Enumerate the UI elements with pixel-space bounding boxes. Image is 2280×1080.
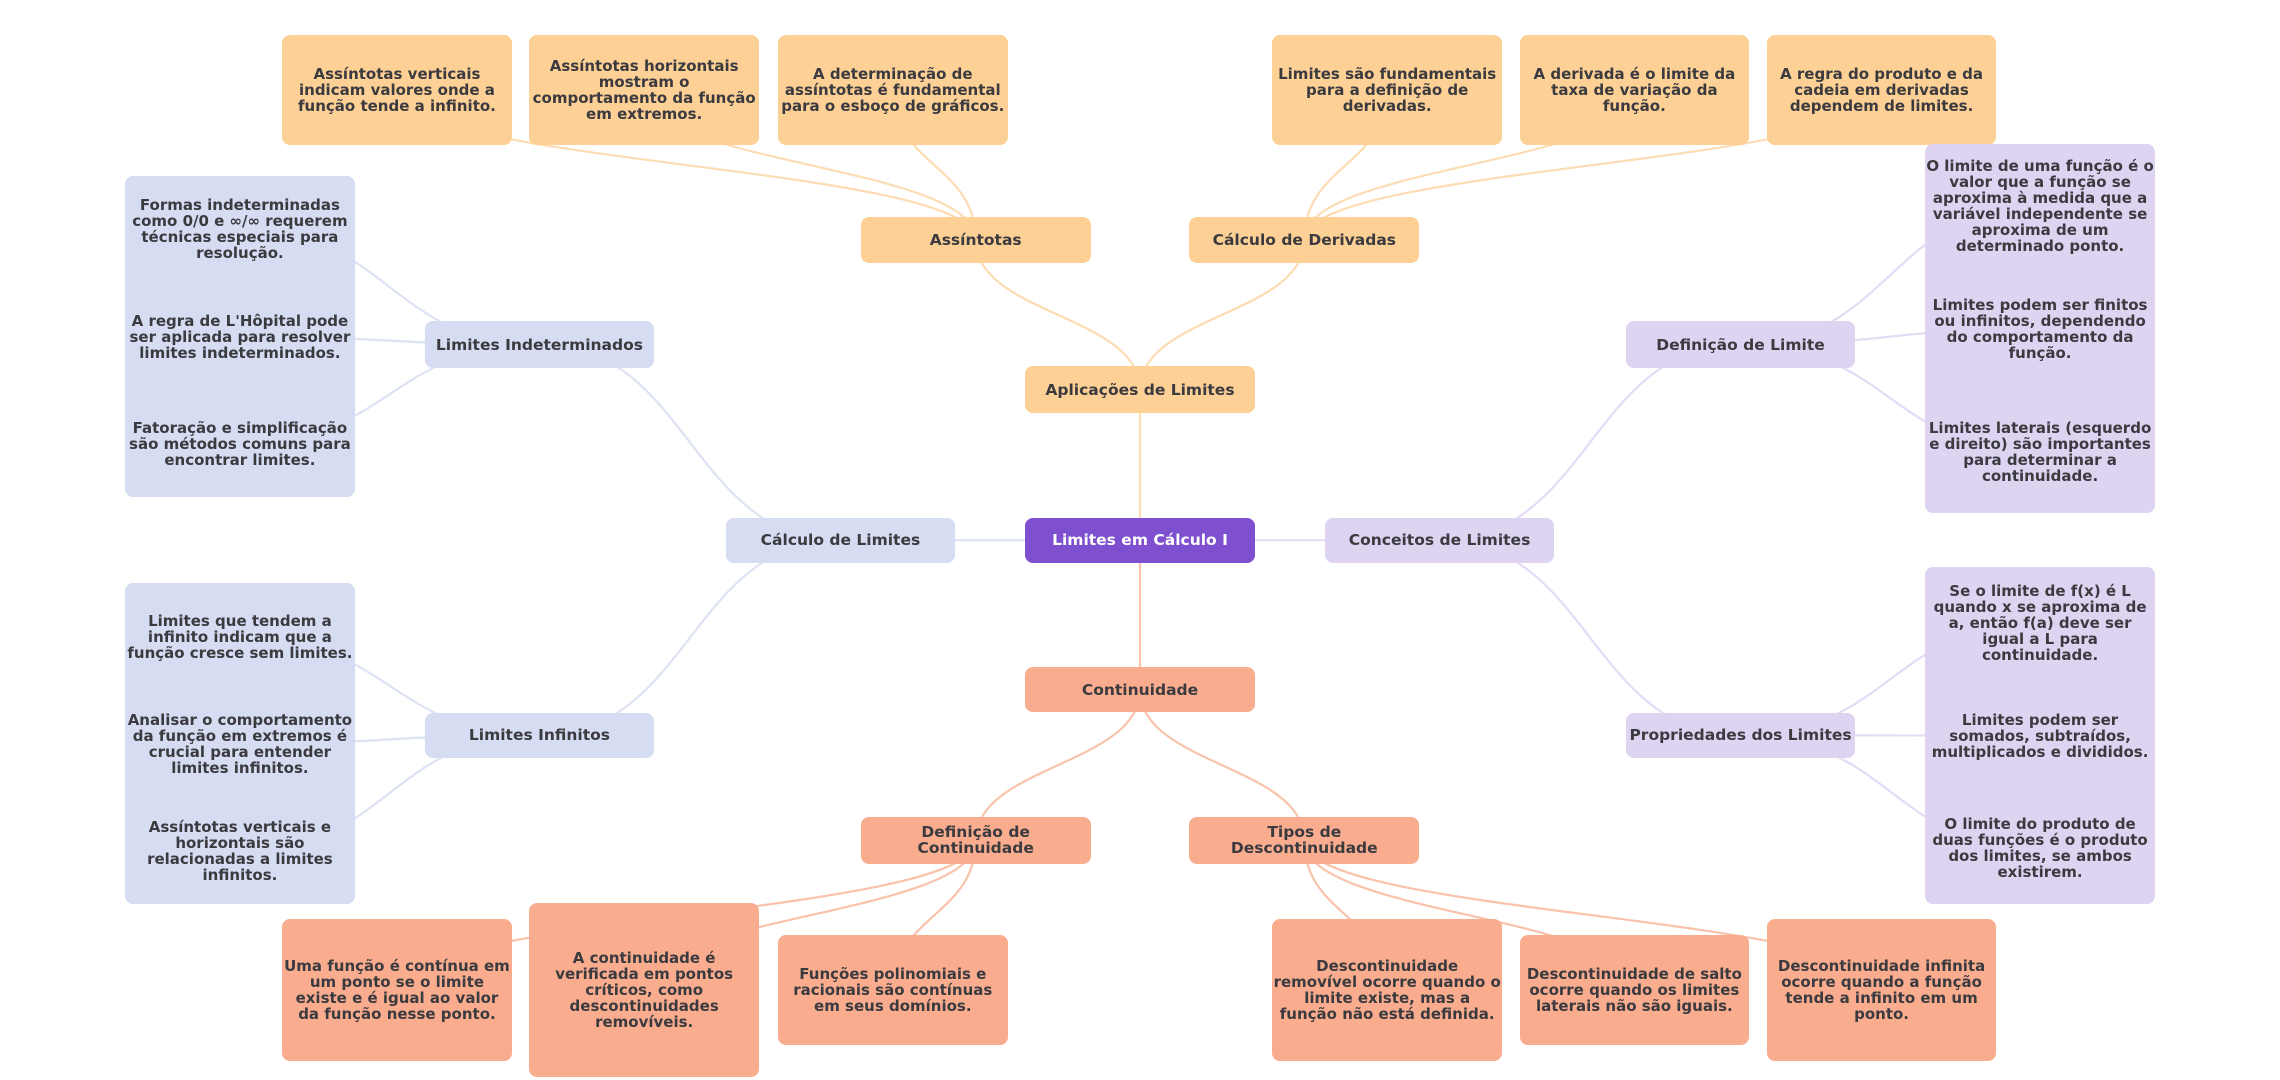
leaf-node-label: Funções polinomiais e racionais são cont… bbox=[793, 965, 993, 1016]
topic-node-deriv-label: Cálculo de Derivadas bbox=[1212, 230, 1397, 249]
leaf-group-infin bbox=[125, 583, 355, 905]
leaf-node-label: O limite de uma função é o valor que a f… bbox=[1926, 156, 2154, 255]
branch-node-calc[interactable]: Cálculo de Limites bbox=[725, 517, 956, 563]
leaf-node[interactable]: A regra de L'Hôpital pode ser aplicada p… bbox=[125, 283, 355, 390]
leaf-node-label: Analisar o comportamento da função em ex… bbox=[127, 710, 353, 777]
leaf-node[interactable]: Assíntotas verticais e horizontais são r… bbox=[125, 797, 355, 904]
leaf-node-label: Assíntotas horizontais mostram o comport… bbox=[532, 57, 756, 124]
leaf-node[interactable]: Assíntotas verticais indicam valores ond… bbox=[282, 34, 512, 146]
leaf-node[interactable]: Funções polinomiais e racionais são cont… bbox=[777, 934, 1008, 1046]
connector-edge bbox=[974, 689, 1142, 841]
leaf-node[interactable]: A determinação de assíntotas é fundament… bbox=[777, 34, 1008, 146]
leaf-node-label: A regra de L'Hôpital pode ser aplicada p… bbox=[129, 311, 351, 362]
leaf-node[interactable]: O limite de uma função é o valor que a f… bbox=[1925, 144, 2155, 267]
leaf-node-label: Uma função é contínua em um ponto se o l… bbox=[284, 957, 510, 1024]
leaf-node[interactable]: Fatoração e simplificação são métodos co… bbox=[125, 390, 355, 497]
leaf-node-label: A regra do produto e da cadeia em deriva… bbox=[1780, 65, 1984, 116]
branch-node-aplic-label: Aplicações de Limites bbox=[1045, 380, 1235, 399]
leaf-node-label: Limites são fundamentais para a definiçã… bbox=[1278, 65, 1497, 116]
connector-edge bbox=[1138, 689, 1306, 841]
topic-node-tipos-label: Tipos de Descontinuidade bbox=[1230, 823, 1378, 858]
leaf-node-label: O limite do produto de duas funções é o … bbox=[1932, 815, 2148, 882]
leaf-node[interactable]: Descontinuidade de salto ocorre quando o… bbox=[1519, 934, 1750, 1046]
leaf-node-label: Assíntotas verticais indicam valores ond… bbox=[298, 65, 496, 116]
branch-node-conc-label: Conceitos de Limites bbox=[1348, 531, 1531, 550]
leaf-group-indet bbox=[125, 175, 355, 498]
topic-node-infin[interactable]: Limites Infinitos bbox=[424, 712, 655, 758]
leaf-node-label: Descontinuidade infinita ocorre quando a… bbox=[1777, 957, 1986, 1024]
topic-node-tipos[interactable]: Tipos de Descontinuidade bbox=[1189, 817, 1420, 864]
leaf-node[interactable]: O limite do produto de duas funções é o … bbox=[1925, 792, 2155, 904]
topic-node-infin-label: Limites Infinitos bbox=[468, 726, 610, 745]
leaf-node[interactable]: A derivada é o limite da taxa de variaçã… bbox=[1519, 34, 1750, 146]
connector-edge bbox=[1439, 343, 1741, 542]
leaf-node-label: Fatoração e simplificação são métodos co… bbox=[129, 418, 351, 469]
topic-node-assint-label: Assíntotas bbox=[929, 230, 1022, 249]
topic-node-prop-label: Propriedades dos Limites bbox=[1629, 726, 1852, 745]
leaf-node[interactable]: Assíntotas horizontais mostram o comport… bbox=[529, 34, 760, 146]
topic-node-indet[interactable]: Limites Indeterminados bbox=[424, 321, 655, 368]
branch-node-aplic[interactable]: Aplicações de Limites bbox=[1025, 366, 1255, 413]
connector-edge bbox=[1138, 239, 1306, 390]
leaf-node[interactable]: A continuidade é verificada em pontos cr… bbox=[529, 902, 760, 1078]
connector-edge bbox=[1439, 539, 1741, 737]
leaf-node[interactable]: A regra do produto e da cadeia em deriva… bbox=[1766, 34, 1997, 146]
leaf-node[interactable]: Limites laterais (esquerdo e direito) sã… bbox=[1925, 390, 2155, 513]
topic-node-defl-label: Definição de Limite bbox=[1656, 335, 1825, 354]
topic-node-defl[interactable]: Definição de Limite bbox=[1625, 321, 1856, 368]
leaf-node-label: Limites podem ser somados, subtraídos, m… bbox=[1931, 710, 2149, 761]
topic-node-assint[interactable]: Assíntotas bbox=[860, 216, 1091, 264]
leaf-node[interactable]: Descontinuidade removível ocorre quando … bbox=[1272, 918, 1503, 1062]
root-node[interactable]: Limites em Cálculo I bbox=[1025, 517, 1255, 563]
leaf-node-label: Limites laterais (esquerdo e direito) sã… bbox=[1928, 418, 2152, 485]
topic-node-indet-label: Limites Indeterminados bbox=[435, 335, 643, 354]
connector-edge bbox=[539, 539, 841, 737]
leaf-node[interactable]: Limites podem ser finitos ou infinitos, … bbox=[1925, 267, 2155, 390]
connector-edge bbox=[539, 343, 841, 542]
branch-node-calc-label: Cálculo de Limites bbox=[760, 531, 921, 550]
leaf-node-label: A derivada é o limite da taxa de variaçã… bbox=[1533, 65, 1736, 116]
branch-node-cont[interactable]: Continuidade bbox=[1025, 667, 1255, 713]
leaf-node-label: Limites podem ser finitos ou infinitos, … bbox=[1932, 295, 2148, 362]
leaf-node-label: Se o limite de f(x) é L quando x se apro… bbox=[1933, 582, 2147, 665]
branch-node-conc[interactable]: Conceitos de Limites bbox=[1324, 517, 1555, 563]
leaf-node[interactable]: Se o limite de f(x) é L quando x se apro… bbox=[1925, 567, 2155, 679]
leaf-node[interactable]: Limites que tendem a infinito indicam qu… bbox=[125, 583, 355, 690]
topic-node-prop[interactable]: Propriedades dos Limites bbox=[1625, 712, 1856, 758]
topic-node-defc-label: Definição de Continuidade bbox=[917, 823, 1034, 858]
leaf-group-prop bbox=[1925, 567, 2155, 905]
topic-node-defc[interactable]: Definição de Continuidade bbox=[860, 817, 1091, 864]
topic-node-deriv[interactable]: Cálculo de Derivadas bbox=[1189, 216, 1420, 264]
leaf-node[interactable]: Descontinuidade infinita ocorre quando a… bbox=[1766, 918, 1997, 1062]
leaf-node-label: A determinação de assíntotas é fundament… bbox=[781, 65, 1005, 116]
leaf-node[interactable]: Analisar o comportamento da função em ex… bbox=[125, 690, 355, 797]
branch-node-cont-label: Continuidade bbox=[1081, 680, 1199, 699]
connector-edge bbox=[974, 239, 1142, 390]
leaf-node[interactable]: Formas indeterminadas como 0/0 e ∞/∞ req… bbox=[125, 176, 355, 283]
leaf-node-label: Descontinuidade de salto ocorre quando o… bbox=[1526, 965, 1742, 1016]
leaf-node-label: Assíntotas verticais e horizontais são r… bbox=[147, 817, 333, 884]
leaf-node-label: A continuidade é verificada em pontos cr… bbox=[555, 949, 734, 1032]
leaf-node-label: Limites que tendem a infinito indicam qu… bbox=[127, 611, 353, 662]
leaf-group-defl bbox=[1925, 143, 2155, 514]
leaf-node-label: Formas indeterminadas como 0/0 e ∞/∞ req… bbox=[132, 196, 348, 263]
leaf-node-label: Descontinuidade removível ocorre quando … bbox=[1273, 957, 1501, 1024]
leaf-node[interactable]: Limites podem ser somados, subtraídos, m… bbox=[1925, 680, 2155, 792]
root-node-label: Limites em Cálculo I bbox=[1052, 531, 1228, 550]
leaf-node[interactable]: Limites são fundamentais para a definiçã… bbox=[1272, 34, 1503, 146]
leaf-node[interactable]: Uma função é contínua em um ponto se o l… bbox=[282, 918, 512, 1062]
